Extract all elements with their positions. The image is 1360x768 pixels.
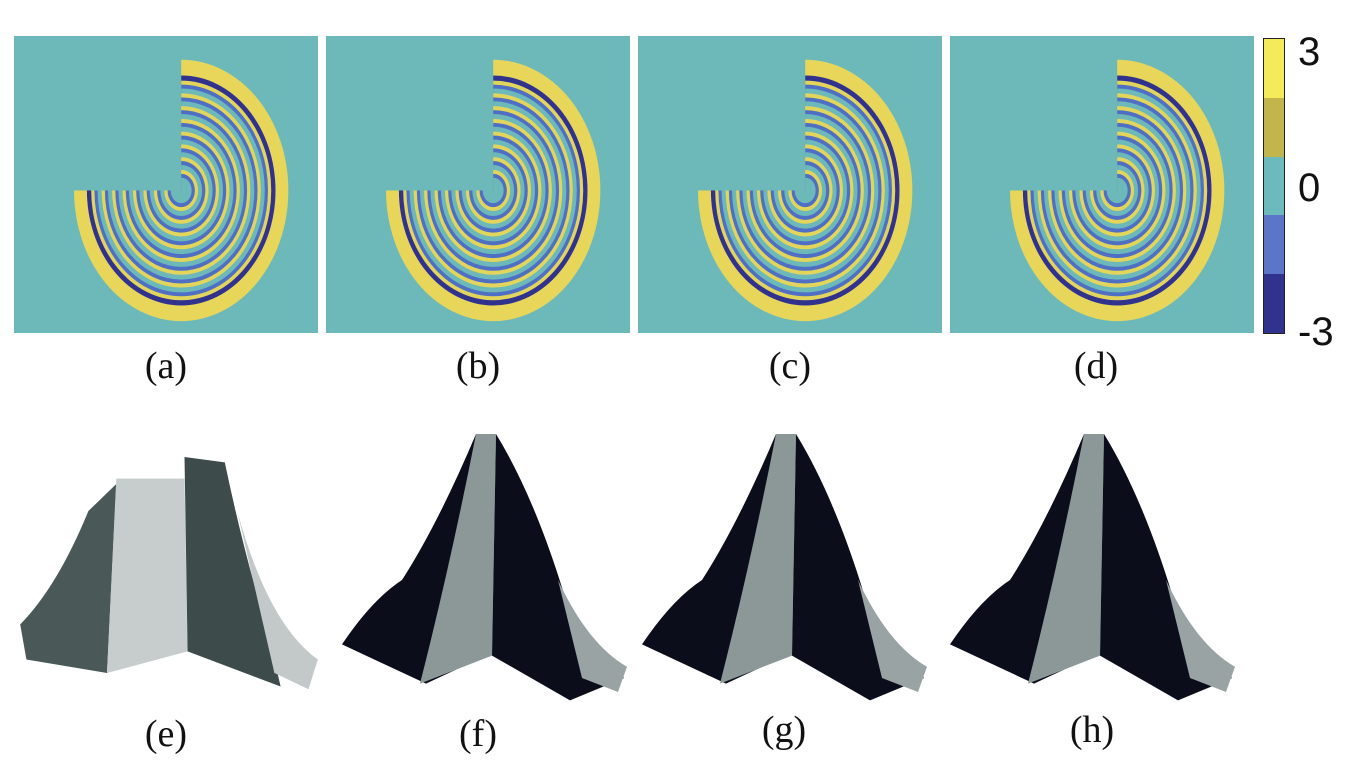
surface-right-face [184,457,281,687]
colorbar-tick-min: -3 [1298,310,1334,354]
caption-g: (g) [761,709,807,751]
surface-middle-face [107,478,188,673]
wrapped-phase-panel-c [638,36,942,333]
colorbar-tick-zero: 0 [1298,166,1321,210]
colorbar-segment [1264,97,1284,157]
surface-right-face [492,434,624,701]
wrapped-phase-panel-b [326,36,630,333]
surface-panel-g [636,426,936,706]
caption-b: (b) [455,345,501,387]
surface-middle-face [720,434,796,684]
surface-panel-f [336,426,636,706]
colorbar-segment [1264,39,1284,98]
surface-right-edge [237,511,318,690]
caption-a: (a) [144,345,188,387]
colorbar [1263,38,1285,334]
surface-panel-e [14,430,324,700]
colorbar-segment [1264,215,1284,275]
surface-panel-h [944,426,1244,706]
caption-h: (h) [1069,709,1115,751]
colorbar-segment [1264,274,1284,333]
caption-f: (f) [459,713,497,755]
surface-middle-face [1028,434,1104,684]
caption-d: (d) [1073,345,1119,387]
surface-right-edge [858,580,927,692]
surface-right-edge [1166,580,1235,692]
colorbar-segment [1264,156,1284,216]
colorbar-tick-max: 3 [1298,30,1321,74]
surface-right-face [792,434,924,701]
wrapped-phase-panel-a [14,36,318,333]
surface-middle-face [420,434,496,684]
caption-e: (e) [144,713,188,755]
caption-c: (c) [768,345,812,387]
wrapped-phase-panel-d [950,36,1254,333]
surface-right-edge [558,580,627,692]
surface-right-face [1100,434,1232,701]
surface-left-face [20,484,117,673]
